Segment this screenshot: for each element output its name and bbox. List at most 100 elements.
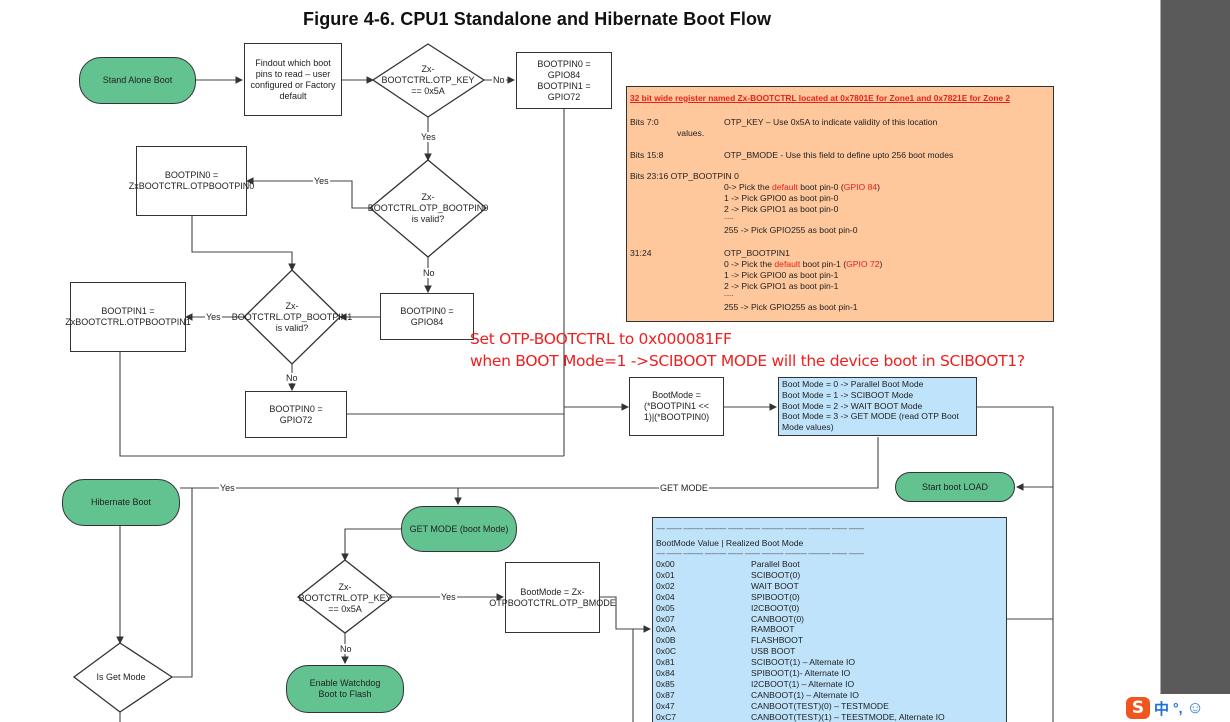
realized-boot-mode: SCIBOOT(0)	[751, 569, 801, 580]
node-bootpin0-valid-text: Zx-BOOTCTRL.OTP_BOOTPIN0 is valid?	[367, 191, 489, 224]
realized-boot-mode: I2CBOOT(1) – Alternate IO	[751, 678, 855, 689]
figure-title: Figure 4-6. CPU1 Standalone and Hibernat…	[303, 9, 772, 29]
bootmode-value: 0x85	[656, 678, 675, 689]
table-row: 0x01 SCIBOOT(0)	[656, 570, 800, 581]
node-default-pins: BOOTPIN0 = GPIO84 BOOTPIN1 = GPIO72	[516, 52, 612, 109]
table-row: 0x00 Parallel Boot	[656, 559, 800, 570]
table-row: 0x05 I2CBOOT(0)	[656, 603, 799, 614]
bootmode-value: 0x47	[656, 700, 675, 711]
node-bootpin0-gpio72: BOOTPIN0 = GPIO72	[245, 391, 347, 438]
bootmode-value: 0xC7	[656, 711, 677, 722]
ime-toolbar[interactable]: S 中 °, ☺	[1126, 694, 1230, 722]
edge-getmode	[180, 437, 879, 489]
realized-boot-mode: SCIBOOT(1) – Alternate IO	[751, 657, 856, 668]
diamond-is-get-mode	[72, 642, 174, 713]
text-default: default	[774, 259, 801, 269]
bootmode-value: 0x0B	[656, 635, 676, 646]
bootmode-value: 0x04	[656, 591, 675, 602]
node-findout-boot-pins: Findout which boot pins to read – user c…	[244, 43, 342, 116]
text: boot pin-1 (	[800, 259, 847, 269]
annotation-line-2: when BOOT Mode=1 ->SCIBOOT MODE will the…	[470, 352, 1025, 370]
bootmode-value: 0x02	[656, 580, 675, 591]
diamond-bootpin1-valid	[243, 269, 341, 365]
bits-7-0-label: Bits 7:0	[630, 117, 659, 127]
register-header: 32 bit wide register named Zx-BOOTCTRL l…	[630, 93, 1011, 103]
edge-label-yes: Yes	[420, 132, 437, 142]
sogou-logo-icon[interactable]: S	[1126, 697, 1150, 719]
register-description-box: 32 bit wide register named Zx-BOOTCTRL l…	[626, 86, 1054, 322]
table-row: 0x87 CANBOOT(1) – Alternate IO	[656, 690, 859, 701]
bootpin0-ellipsis: .....	[724, 214, 734, 221]
edge-getmodeboot-keycheck2	[341, 528, 401, 562]
node-keycheck-1-text: Zx-BOOTCTRL.OTP_KEY == 0x5A	[381, 63, 475, 96]
bootpin0-option-2: 2 -> Pick GPIO1 as boot pin-0	[724, 204, 839, 214]
annotation-line-1: Set OTP-BOOTCTRL to 0x000081FF	[470, 330, 732, 348]
node-start-boot-load: Start boot LOAD	[895, 472, 1015, 502]
text: )	[879, 259, 883, 269]
realized-boot-mode: I2CBOOT(0)	[751, 602, 800, 613]
ime-punctuation-toggle[interactable]: °,	[1173, 700, 1183, 716]
bootmode-value: 0x05	[656, 602, 675, 613]
node-bootmode-from-otp: BootMode = Zx-OTPBOOTCTRL.OTP_BMODE	[489, 562, 616, 633]
edge-isgetmode-yes	[172, 487, 460, 678]
node-bootpin0-gpio84: BOOTPIN0 = GPIO84	[380, 293, 474, 340]
node-keycheck-2-text: Zx-BOOTCTRL.OTP_KEY == 0x5A	[298, 581, 392, 614]
bootmode-value: 0x87	[656, 689, 675, 700]
ime-language-toggle[interactable]: 中	[1154, 699, 1170, 718]
realized-boot-mode: Parallel Boot	[751, 559, 800, 569]
node-bootpin1-from-otp: BOOTPIN1 = ZxBOOTCTRL.OTPBOOTPIN1	[65, 282, 191, 352]
bootmode-value: 0x01	[656, 569, 675, 580]
edge-label-no: No	[339, 644, 353, 654]
boot-mode-line: Mode values)	[782, 422, 834, 433]
bits-7-0-text-cont: values.	[677, 128, 705, 138]
bootmode-value: 0x84	[656, 668, 675, 678]
diamond-keycheck-1	[371, 43, 486, 118]
bootpin0-option-1: 1 -> Pick GPIO0 as boot pin-0	[724, 193, 839, 203]
realized-boot-mode: WAIT BOOT	[751, 580, 799, 591]
text: 0 -> Pick the	[724, 259, 775, 269]
text: boot pin-0 (	[797, 182, 844, 192]
table-divider: ---- ------- --------- ---------- ------…	[656, 524, 864, 533]
bootpin0-option-0: 0-> Pick the default boot pin-0 (GPIO 84…	[724, 182, 880, 193]
bootpin1-option-1: 1 -> Pick GPIO0 as boot pin-1	[724, 270, 839, 280]
edge-label-no: No	[422, 268, 436, 278]
realized-boot-mode: USB BOOT	[751, 646, 796, 657]
bits-31-24-label: 31:24	[630, 248, 652, 258]
node-get-mode-boot-mode: GET MODE (boot Mode)	[401, 506, 517, 552]
edge-label-yes: Yes	[313, 176, 330, 186]
boot-mode-line: Boot Mode = 1 -> SCIBOOT Mode	[782, 389, 914, 400]
edge-bootpin0check-yes	[245, 177, 370, 209]
node-boot-mode-summary: Boot Mode = 0 -> Parallel Boot Mode Boot…	[778, 377, 977, 436]
text: 0-> Pick the	[724, 182, 773, 192]
bits-15-8-text: OTP_BMODE - Use this field to define upt…	[724, 150, 954, 160]
node-bootmode-calc: BootMode = (*BOOTPIN1 << 1)|(*BOOTPIN0)	[629, 377, 724, 436]
flowchart-connectors	[72, 43, 1054, 722]
table-row: 0x07 CANBOOT(0)	[656, 614, 804, 625]
realized-boot-mode: FLASHBOOT	[751, 635, 804, 646]
bootpin0-option-255: 255 -> Pick GPIO255 as boot pin-0	[724, 225, 858, 235]
text-gpio: GPIO 84	[843, 182, 878, 192]
node-is-get-mode-text: Is Get Mode	[96, 671, 146, 682]
emoji-icon[interactable]: ☺	[1186, 698, 1204, 717]
edge-bootpin1otp-bus	[119, 352, 564, 457]
text-gpio: GPIO 72	[846, 259, 880, 269]
realized-boot-mode: CANBOOT(1) – Alternate IO	[751, 689, 859, 700]
edge-label-no: No	[285, 373, 299, 383]
bootmode-value: 0x07	[656, 613, 675, 624]
table-divider: ---- ------- --------- ---------- ------…	[656, 549, 864, 558]
node-bootpin0-from-otp: BOOTPIN0 = ZxBOOTCTRL.OTPBOOTPIN0	[129, 146, 254, 216]
bootmode-value: 0x00	[656, 559, 675, 569]
edge-label-yes: Yes	[219, 483, 236, 493]
realized-boot-mode: RAMBOOT	[751, 624, 795, 635]
edge-label-yes: Yes	[205, 312, 222, 322]
bootpin1-ellipsis: .....	[724, 291, 734, 298]
bootpin1-option-2: 2 -> Pick GPIO1 as boot pin-1	[724, 281, 839, 291]
edge-label-no: No	[492, 75, 506, 85]
realized-boot-mode: CANBOOT(0)	[751, 613, 804, 624]
document-page: Figure 4-6. CPU1 Standalone and Hibernat…	[62, 9, 1054, 722]
